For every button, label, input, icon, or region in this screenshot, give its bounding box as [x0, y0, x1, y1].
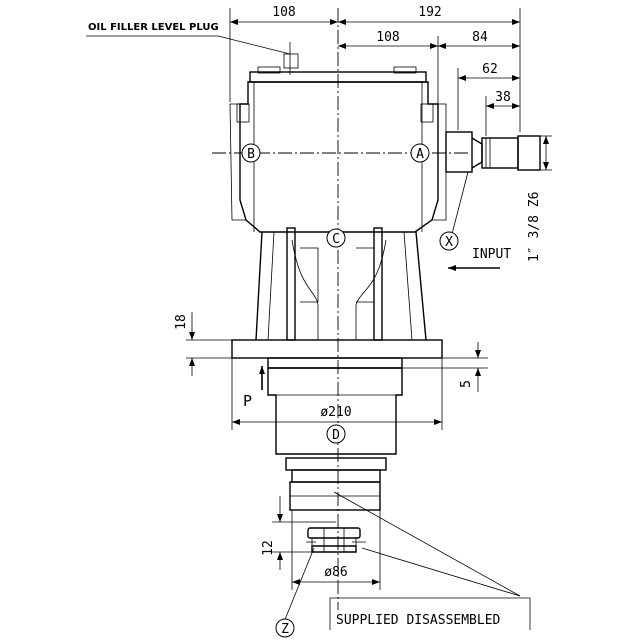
- dim-38: 38: [495, 90, 511, 105]
- oil-filler-plug-label: OIL FILLER LEVEL PLUG: [88, 22, 219, 33]
- bubble-a: A: [410, 143, 430, 163]
- leader-lines: [86, 35, 531, 630]
- dim-62: 62: [482, 62, 498, 77]
- dim-108-top: 108: [272, 5, 295, 20]
- dim-108-mid: 108: [376, 30, 399, 45]
- input-shaft: [445, 131, 541, 173]
- dim-shaft-spline: 1″ 3/8 Z6: [527, 192, 542, 262]
- p-label: P: [243, 392, 252, 410]
- bubble-x-label: X: [445, 235, 453, 250]
- bubble-d: D: [326, 424, 346, 444]
- lower-body: [267, 367, 403, 511]
- bubble-b: B: [241, 143, 261, 163]
- dim-192: 192: [418, 5, 441, 20]
- input-label: INPUT: [472, 247, 511, 262]
- dim-84: 84: [472, 30, 488, 45]
- bubble-b-label: B: [247, 147, 255, 162]
- bubble-c-label: C: [332, 232, 340, 247]
- bubble-d-label: D: [332, 428, 340, 443]
- supplied-disassembled-label: SUPPLIED DISASSEMBLED: [336, 613, 501, 628]
- bubble-a-label: A: [416, 147, 424, 162]
- bubble-z-label: Z: [281, 622, 289, 637]
- dim-86: ø86: [324, 565, 347, 580]
- output-clamp: [306, 527, 366, 553]
- bubble-z: Z: [275, 618, 295, 638]
- dim-210: ø210: [320, 405, 351, 420]
- dimension-lines: [186, 8, 552, 590]
- flange: [231, 339, 443, 369]
- dim-5: 5: [459, 380, 474, 388]
- bubble-x: X: [439, 231, 459, 251]
- dim-12: 12: [261, 540, 276, 556]
- support-neck: [255, 227, 427, 341]
- bubble-c: C: [326, 228, 346, 248]
- dim-18: 18: [174, 314, 189, 330]
